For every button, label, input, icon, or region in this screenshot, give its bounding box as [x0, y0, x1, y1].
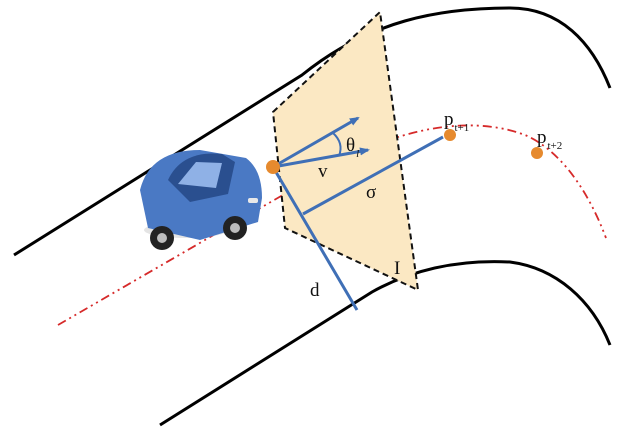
label-theta: θl	[346, 135, 359, 160]
theta-arc	[332, 132, 342, 157]
sigma-line	[302, 135, 444, 216]
label-v: v	[318, 161, 328, 182]
car-icon	[140, 150, 262, 250]
label-pt1: pt+1	[444, 109, 469, 134]
label-d: d	[310, 280, 320, 301]
planned-path	[57, 124, 607, 326]
label-I: I	[394, 258, 400, 279]
vehicle-position-dot	[266, 160, 280, 174]
waypoint-pt2	[531, 147, 543, 159]
velocity-vector	[272, 147, 370, 169]
label-pt2: pt+2	[537, 127, 562, 152]
waypoint-pt1	[444, 129, 456, 141]
d-line	[271, 166, 359, 311]
perpendicular-plane	[271, 9, 420, 292]
heading-vector	[272, 116, 360, 169]
label-sigma: σ	[366, 182, 376, 203]
road-edge-lower	[159, 260, 612, 427]
